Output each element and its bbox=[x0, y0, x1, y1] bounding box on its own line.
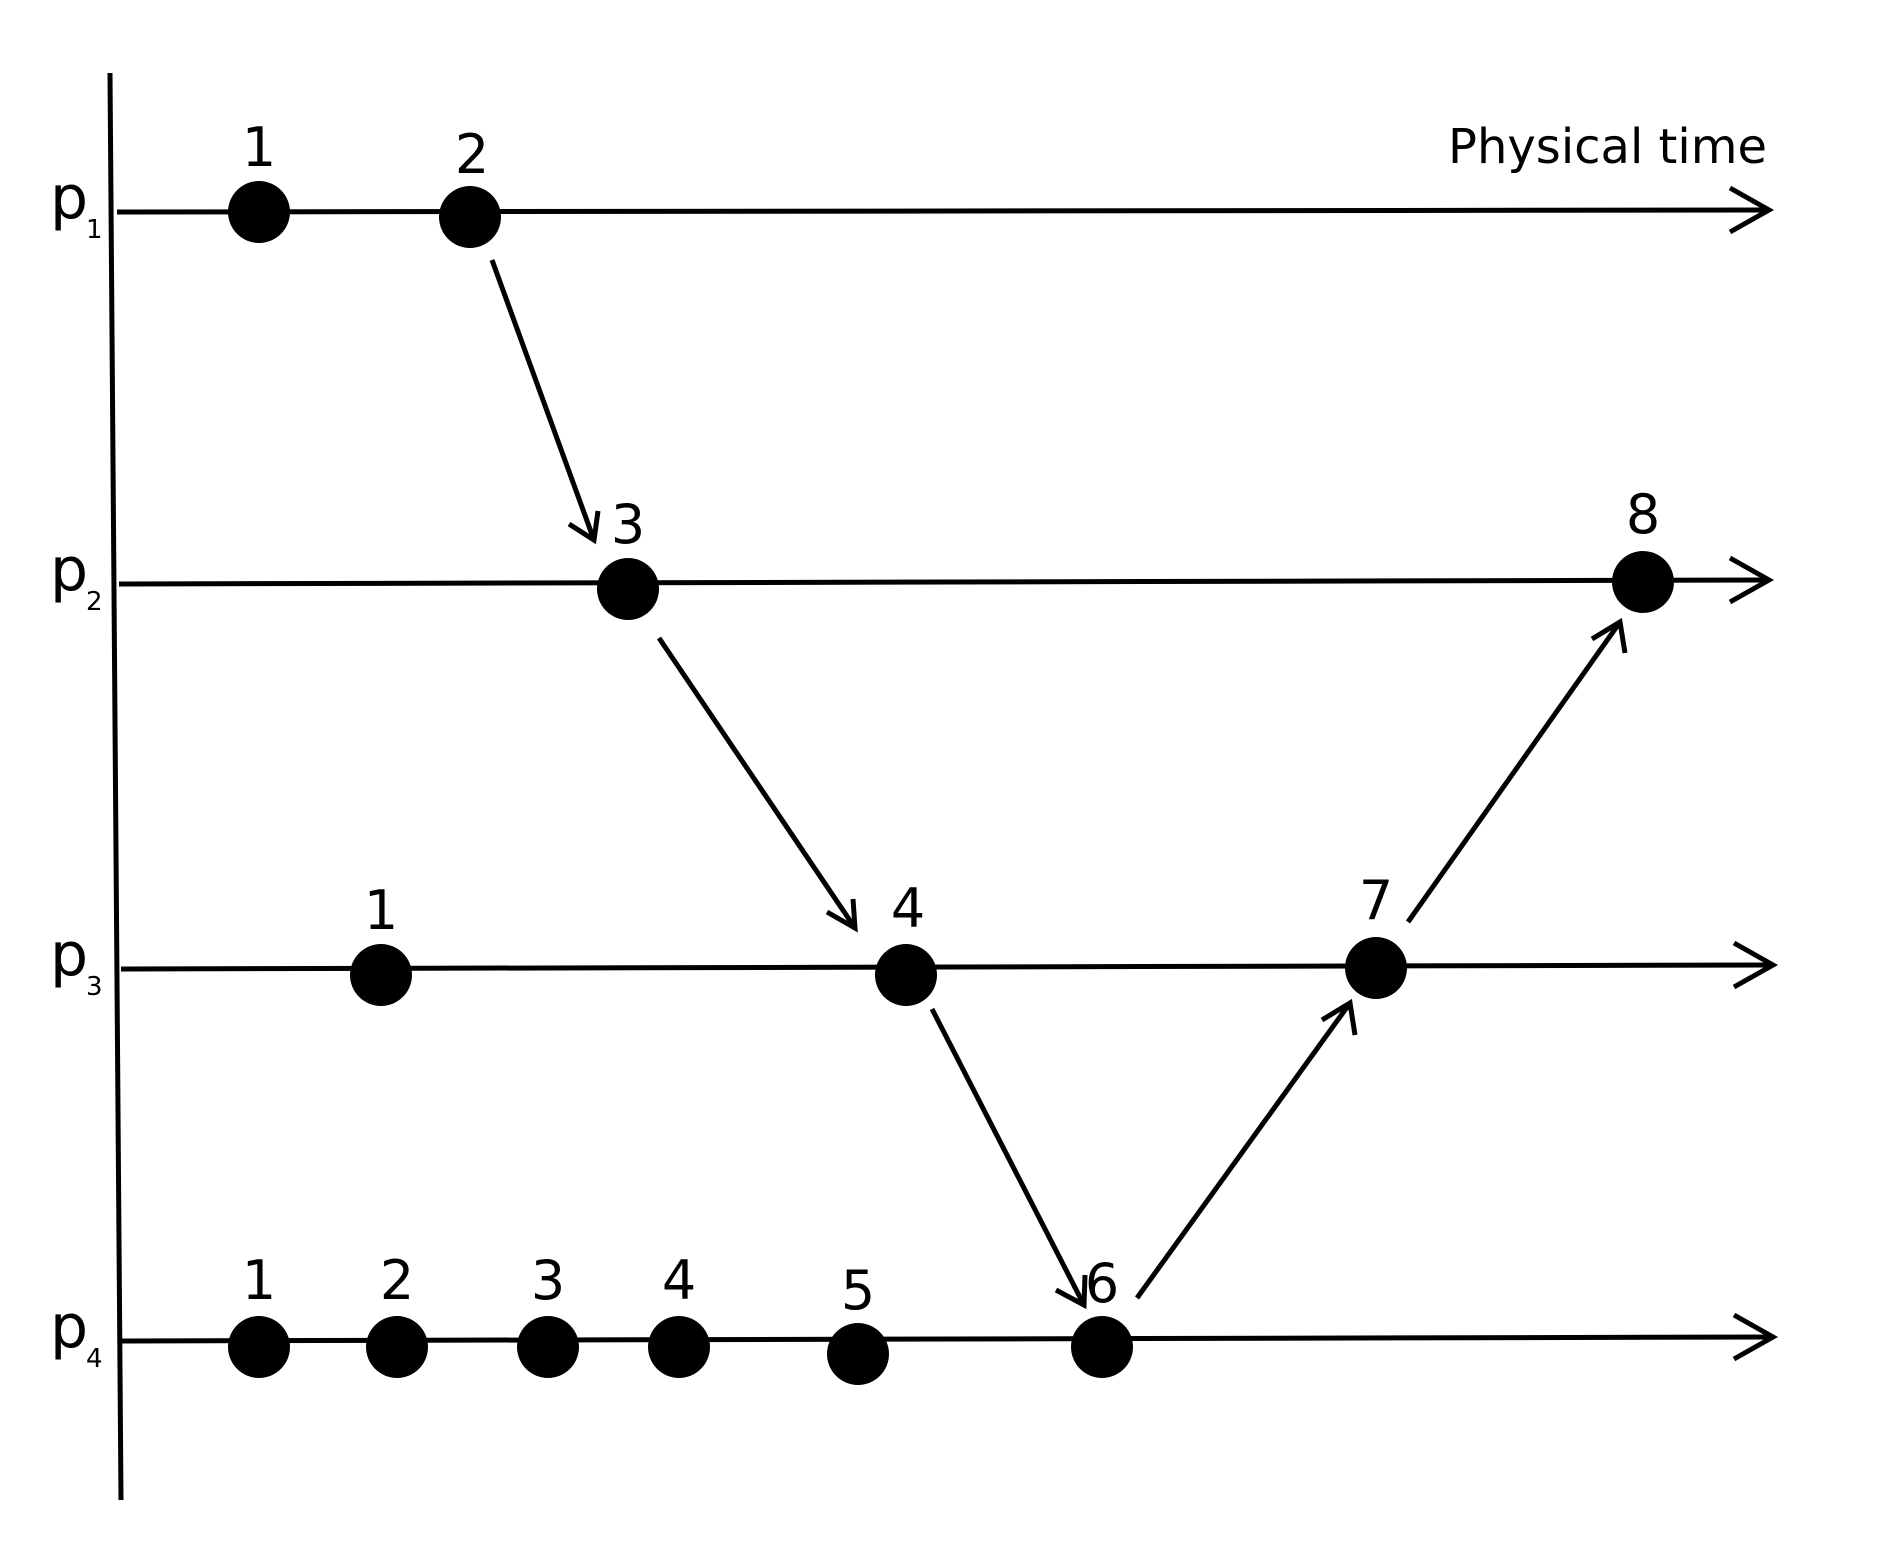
event-p4-2: 2 bbox=[366, 1249, 428, 1378]
timeline-arrowhead bbox=[1732, 1312, 1779, 1362]
process-label-p1: p 1 bbox=[50, 163, 103, 245]
event-p1-2: 2 bbox=[439, 123, 501, 248]
message-arrow-2-to-3 bbox=[489, 259, 601, 545]
event-dot bbox=[1071, 1316, 1133, 1378]
event-label: 4 bbox=[662, 1249, 696, 1312]
message-arrow-3-to-4 bbox=[656, 636, 858, 933]
message-arrowhead bbox=[1320, 998, 1358, 1036]
message-arrowhead bbox=[825, 898, 858, 933]
event-dot bbox=[827, 1323, 889, 1385]
event-dot bbox=[366, 1316, 428, 1378]
event-dot bbox=[648, 1316, 710, 1378]
timeline-p2 bbox=[118, 555, 1775, 605]
message-arrowhead bbox=[1054, 1274, 1088, 1310]
event-label: 8 bbox=[1626, 483, 1660, 546]
process-index: 2 bbox=[86, 587, 103, 617]
event-label: 2 bbox=[380, 1249, 414, 1312]
process-letter: p bbox=[50, 1292, 88, 1362]
event-p4-1: 1 bbox=[228, 1249, 290, 1378]
event-p2-8: 8 bbox=[1612, 483, 1674, 613]
process-letter: p bbox=[50, 535, 88, 605]
timeline-arrowhead bbox=[1732, 940, 1779, 990]
event-label: 1 bbox=[242, 116, 276, 179]
event-dot bbox=[1612, 551, 1674, 613]
event-dot bbox=[517, 1316, 579, 1378]
event-dot bbox=[1345, 937, 1407, 999]
process-label-p2: p 2 bbox=[50, 535, 103, 617]
timeline-arrowhead bbox=[1728, 555, 1775, 605]
process-label-p3: p 3 bbox=[50, 920, 103, 1002]
message-arrowhead bbox=[1590, 617, 1628, 654]
message-arrow-6-to-7 bbox=[1134, 998, 1358, 1300]
event-dot bbox=[228, 1316, 290, 1378]
event-p4-6: 6 bbox=[1071, 1252, 1133, 1378]
process-index: 1 bbox=[86, 215, 103, 245]
process-letter: p bbox=[50, 163, 88, 233]
event-label: 6 bbox=[1085, 1252, 1119, 1315]
event-label: 5 bbox=[841, 1259, 875, 1322]
process-index: 3 bbox=[86, 972, 103, 1002]
event-label: 2 bbox=[455, 123, 489, 186]
message-arrow-7-to-8 bbox=[1405, 617, 1628, 924]
event-p3-1: 1 bbox=[350, 879, 412, 1006]
event-p4-5: 5 bbox=[827, 1259, 889, 1385]
event-label: 3 bbox=[611, 493, 645, 556]
event-p4-3: 3 bbox=[517, 1249, 579, 1378]
event-label: 7 bbox=[1359, 869, 1393, 932]
event-dot bbox=[350, 944, 412, 1006]
message-arrow-4-to-6 bbox=[929, 1007, 1088, 1310]
event-label: 4 bbox=[891, 877, 925, 940]
vertical-axis-line bbox=[107, 72, 124, 1501]
event-dot bbox=[875, 944, 937, 1006]
event-p3-7: 7 bbox=[1345, 869, 1407, 999]
event-p2-3: 3 bbox=[597, 493, 659, 620]
event-p4-4: 4 bbox=[648, 1249, 710, 1378]
timeline-arrowhead bbox=[1728, 185, 1775, 235]
event-label: 1 bbox=[364, 879, 398, 942]
event-p3-4: 4 bbox=[875, 877, 937, 1006]
event-p1-1: 1 bbox=[228, 116, 290, 243]
event-dot bbox=[597, 558, 659, 620]
process-index: 4 bbox=[86, 1344, 103, 1374]
timeline-p1 bbox=[116, 185, 1775, 235]
event-dot bbox=[439, 186, 501, 248]
process-letter: p bbox=[50, 920, 88, 990]
message-arrowhead bbox=[567, 510, 601, 545]
event-label: 3 bbox=[531, 1249, 565, 1312]
event-dot bbox=[228, 181, 290, 243]
event-label: 1 bbox=[242, 1249, 276, 1312]
time-axis-label: Physical time bbox=[1448, 119, 1767, 175]
process-label-p4: p 4 bbox=[50, 1292, 103, 1374]
